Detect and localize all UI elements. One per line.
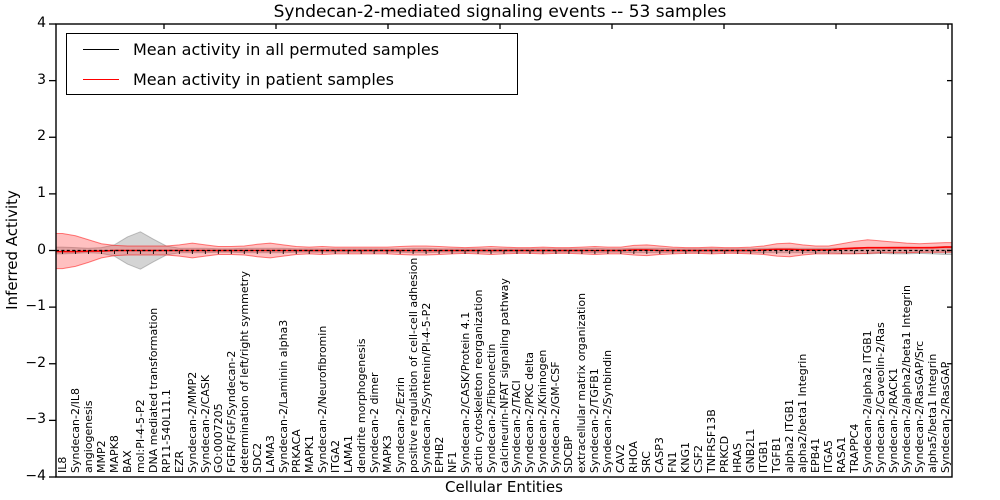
x-tick-label: ITGA5 xyxy=(822,439,836,473)
y-tick-label: −2 xyxy=(25,354,46,371)
x-axis-label: Cellular Entities xyxy=(445,478,563,496)
x-tick-label: alpha5/beta1 Integrin xyxy=(926,353,940,473)
x-tick-label: EZR xyxy=(172,450,186,473)
x-tick-label: CAV2 xyxy=(614,443,628,473)
x-tick-label: Syndecan-2/CASK xyxy=(198,374,212,473)
legend-entry-permuted: Mean activity in all permuted samples xyxy=(83,37,517,61)
x-tick-label: calcineurin-NFAT signaling pathway xyxy=(497,278,511,473)
x-tick-label: HRAS xyxy=(731,443,745,473)
x-tick-label: KNG1 xyxy=(679,442,693,473)
x-tick-label: FN1 xyxy=(666,451,680,473)
x-tick-label: Syndecan-2/Syntenin/PI-4-5-P2 xyxy=(419,302,433,473)
x-tick-label: CASP3 xyxy=(653,437,667,473)
x-tick-label: Syndecan-2/alpha2 ITGB1 xyxy=(861,330,875,473)
x-tick-label: GNB2L1 xyxy=(744,428,758,473)
x-tick-label: Syndecan-2/Caveolin-2/Ras xyxy=(874,322,888,473)
x-tick-label: Syndecan-2/TGFB1 xyxy=(588,368,602,473)
legend-label-permuted: Mean activity in all permuted samples xyxy=(133,39,440,59)
x-tick-label: ITGB1 xyxy=(757,439,771,473)
x-tick-label: Syndecan-2/Ezrin xyxy=(393,377,407,473)
x-tick-label: GO:0007205 xyxy=(211,403,225,473)
x-tick-label: SDCBP xyxy=(562,435,576,473)
y-tick-label: 4 xyxy=(37,15,46,31)
x-tick-label: Syndecan-2/RasGAP/Src xyxy=(913,340,927,473)
x-tick-label: LAMA3 xyxy=(263,435,277,473)
x-tick-label: FGFR/FGF/Syndecan-2 xyxy=(224,350,238,473)
x-tick-label: Syndecan-2/TACI xyxy=(510,380,524,473)
x-tick-label: Syndecan-2/PKC delta xyxy=(523,352,537,473)
x-tick-label: alpha2/beta1 Integrin xyxy=(796,353,810,473)
x-tick-label: angiogenesis xyxy=(81,400,95,474)
x-tick-label: TNFRSF13B xyxy=(705,409,719,473)
x-tick-label: SRC xyxy=(640,451,654,473)
x-tick-label: RHOA xyxy=(627,441,641,473)
y-tick-label: 1 xyxy=(37,184,46,201)
x-tick-label: dendrite morphogenesis xyxy=(354,338,368,473)
x-tick-label: PRKCD xyxy=(718,435,732,473)
x-tick-label: Syndecan-2/GM-CSF xyxy=(549,361,563,473)
x-tick-label: Syndecan-2/RasGAP xyxy=(939,361,952,473)
x-tick-label: TGFB1 xyxy=(770,436,784,473)
x-tick-label: RASA1 xyxy=(835,436,849,473)
chart-title: Syndecan-2-mediated signaling events -- … xyxy=(273,2,727,22)
x-tick-label: DNA mediated transformation xyxy=(146,307,160,473)
x-tick-label: MAPK8 xyxy=(107,435,121,473)
x-tick-label: Syndecan-2/IL8 xyxy=(68,387,82,473)
x-tick-label: Syndecan-2/Laminin alpha3 xyxy=(276,319,290,473)
legend-label-patient: Mean activity in patient samples xyxy=(133,69,394,89)
x-tick-label: ITGA2 xyxy=(328,439,342,473)
legend: Mean activity in all permuted samples Me… xyxy=(66,33,518,95)
x-tick-label: BAX xyxy=(120,450,134,473)
x-tick-label: LAMA1 xyxy=(341,435,355,473)
legend-entry-patient: Mean activity in patient samples xyxy=(83,67,517,91)
x-tick-label: actin cytoskeleton reorganization xyxy=(471,289,485,473)
x-tick-label: Syndecan-2/Kininogen xyxy=(536,349,550,473)
x-tick-label: Syndecan-2/MMP2 xyxy=(185,371,199,473)
y-tick-label: −4 xyxy=(25,468,46,484)
x-tick-label: mol:PI-4-5-P2 xyxy=(133,399,147,473)
x-tick-label: Syndecan-2/Neurofibromin xyxy=(315,325,329,473)
permuted-line-sample-icon xyxy=(83,48,119,50)
y-tick-label: 3 xyxy=(37,71,46,88)
x-tick-label: Syndecan-2/RACK1 xyxy=(887,367,901,473)
x-tick-label: TRAPPC4 xyxy=(848,423,862,473)
x-tick-label: Syndecan-2/Synbindin xyxy=(601,349,615,473)
x-tick-label: Syndecan-2/alpha2/beta1 Integrin xyxy=(900,285,914,473)
y-tick-label: 0 xyxy=(37,241,46,258)
x-tick-label: RP11-540L11.1 xyxy=(159,389,173,473)
x-tick-label: NF1 xyxy=(445,451,459,473)
x-tick-label: EPB41 xyxy=(809,437,823,473)
x-tick-label: extracellular matrix organization xyxy=(575,292,589,473)
y-tick-label: −1 xyxy=(25,298,46,315)
x-tick-label: SDC2 xyxy=(250,442,264,473)
x-tick-label: alpha2 ITGB1 xyxy=(783,398,797,473)
x-tick-label: CSF2 xyxy=(692,445,706,473)
y-tick-label: −3 xyxy=(25,411,46,428)
x-tick-label: MAPK3 xyxy=(380,435,394,473)
x-tick-label: PRKACA xyxy=(289,429,303,473)
x-tick-label: Syndecan-2 dimer xyxy=(367,372,381,473)
patient-line-sample-icon xyxy=(83,78,119,80)
y-tick-label: 2 xyxy=(37,128,46,145)
x-tick-label: EPHB2 xyxy=(432,436,446,473)
x-tick-label: MMP2 xyxy=(94,440,108,473)
x-tick-label: IL8 xyxy=(55,456,69,473)
x-tick-label: positive regulation of cell-cell adhesio… xyxy=(406,257,420,473)
x-tick-label: determination of left/right symmetry xyxy=(237,271,251,473)
x-tick-label: MAPK1 xyxy=(302,435,316,473)
x-tick-label: Syndecan-2/Fibronectin xyxy=(484,343,498,473)
x-tick-label: Syndecan-2/CASK/Protein 4.1 xyxy=(458,311,472,473)
